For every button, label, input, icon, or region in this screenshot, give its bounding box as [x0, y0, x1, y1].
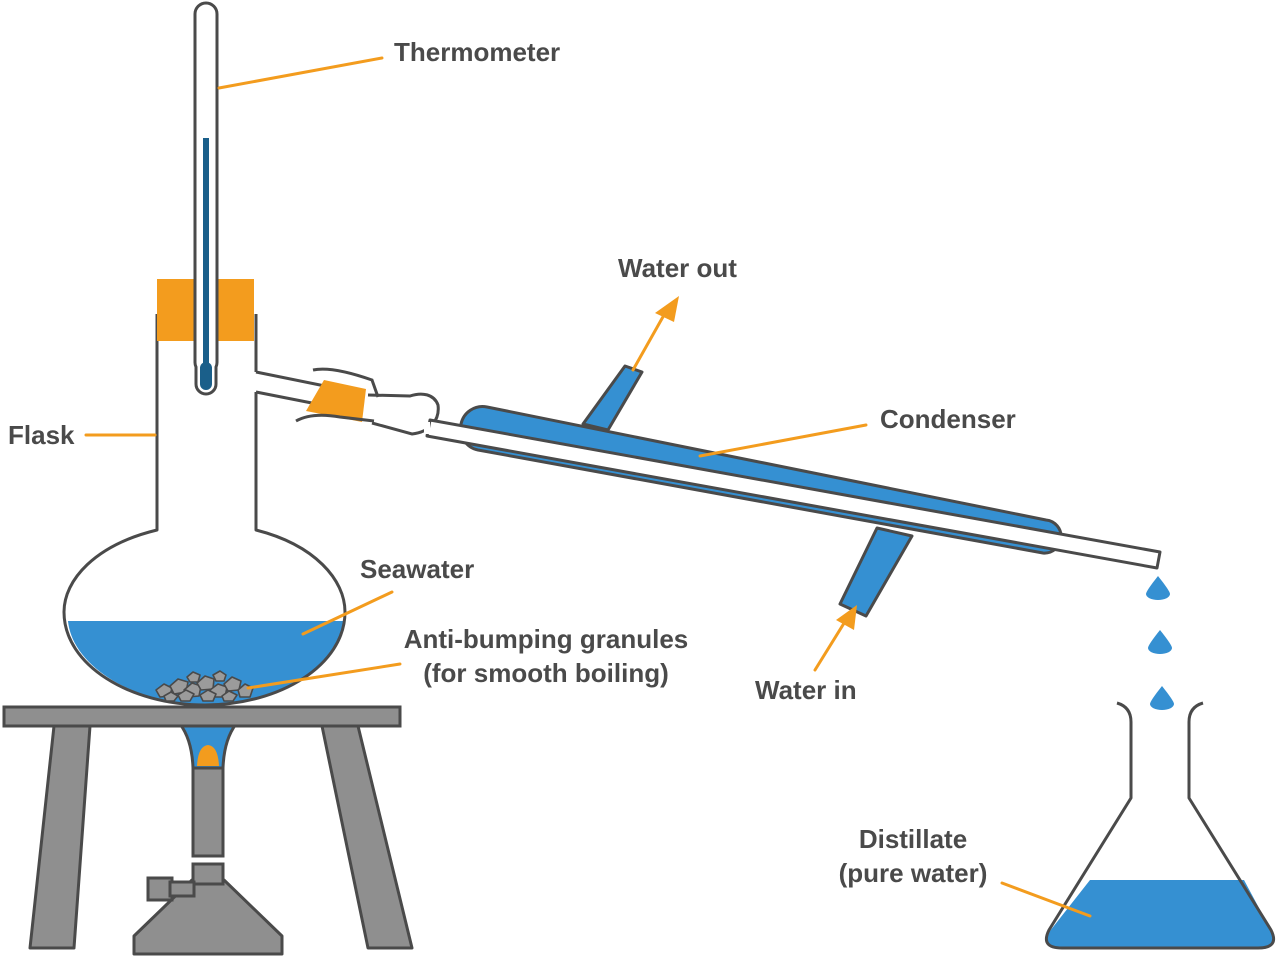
leader-condenser: [698, 423, 868, 458]
arrow-up-icon: [836, 605, 857, 630]
leader-lines: [84, 56, 1092, 918]
leader-water-in: [813, 618, 848, 672]
tripod-leg-left: [28, 724, 92, 950]
water-out-pipe: [581, 364, 644, 432]
label-condenser: Condenser: [880, 404, 1016, 434]
burner-column-upper: [191, 758, 225, 858]
arrow-up-icon: [655, 296, 679, 322]
condenser: [424, 364, 1162, 618]
label-granules-line1: Anti-bumping granules: [404, 624, 689, 654]
leader-seawater: [301, 590, 394, 636]
tripod-stand: [2, 705, 414, 950]
label-flask: Flask: [8, 420, 75, 450]
burner: [132, 722, 284, 956]
label-granules-line2: (for smooth boiling): [423, 658, 669, 688]
thermometer-mercury: [203, 138, 209, 364]
burner-column-lower: [191, 862, 225, 886]
thermometer: [193, 1, 219, 396]
connector-bulb: [367, 392, 440, 436]
leader-water-out: [631, 313, 666, 372]
leader-distillate: [1000, 881, 1092, 918]
label-water-out: Water out: [618, 253, 737, 283]
conical-flask: [1044, 701, 1276, 950]
distillate-droplets: [1146, 576, 1174, 710]
droplet-icon: [1148, 630, 1172, 654]
gas-inlet: [146, 876, 174, 902]
connector-cork: [306, 380, 366, 422]
flame-icon: [197, 745, 219, 766]
flask-stopper: [157, 279, 254, 341]
water-in-pipe: [838, 526, 914, 618]
anti-bumping-granules: [155, 670, 254, 702]
tripod-leg-right: [320, 724, 414, 950]
label-distillate-line2: (pure water): [839, 858, 988, 888]
label-thermometer: Thermometer: [394, 37, 560, 67]
conical-flask-outline: [1044, 701, 1276, 950]
connector-tube: [295, 367, 440, 436]
flask-outline: [62, 314, 347, 707]
leader-granules: [246, 662, 402, 690]
connector-lower-curve: [295, 413, 375, 423]
leader-thermometer: [217, 56, 384, 90]
tripod-top: [2, 705, 402, 728]
condenser-tube-cover: [424, 422, 430, 434]
condenser-inner-tube: [425, 418, 1162, 570]
label-seawater: Seawater: [360, 554, 474, 584]
label-distillate-line1: Distillate: [859, 824, 967, 854]
thermometer-bulb: [200, 362, 212, 390]
label-water-in: Water in: [755, 675, 857, 705]
droplet-icon: [1150, 686, 1174, 710]
arrow-heads: [655, 296, 857, 630]
gas-inlet-connector: [168, 880, 196, 898]
droplet-icon: [1146, 576, 1170, 600]
labels: Thermometer Water out Condenser Flask Se…: [8, 37, 1016, 888]
distillate-fill: [1045, 880, 1275, 948]
connector-upper-curve: [312, 367, 380, 398]
